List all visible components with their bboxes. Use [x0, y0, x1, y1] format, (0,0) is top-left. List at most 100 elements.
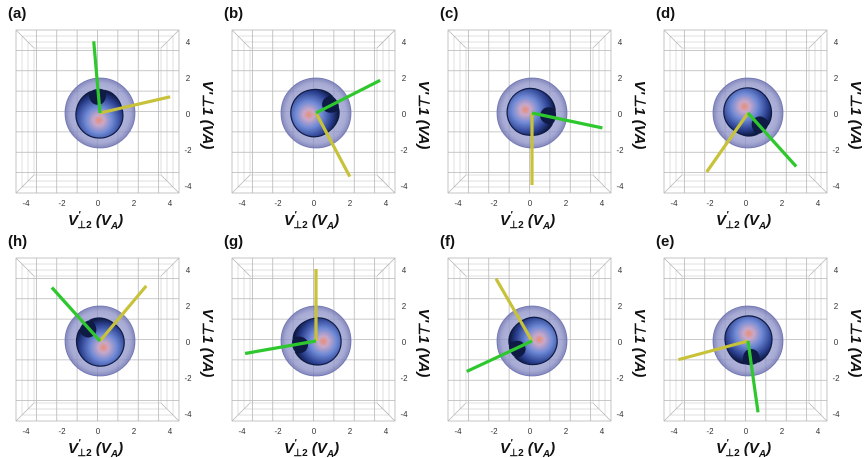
y-tick-label: 4	[186, 266, 191, 275]
panel-label: (d)	[656, 5, 675, 22]
grid-diagonal	[447, 174, 467, 194]
grid-depth-frame	[249, 47, 378, 176]
green-vector	[746, 111, 798, 168]
y-axis-label: V'⊥1 (VA)	[847, 309, 864, 378]
grid-diagonal	[376, 174, 396, 194]
grid-diagonal	[663, 257, 683, 277]
y-tick-label: -4	[616, 182, 624, 191]
y-tick-label: -4	[832, 410, 840, 419]
grid-depth-frame	[237, 35, 390, 188]
grid-diagonal	[376, 402, 396, 422]
green-vector	[50, 286, 102, 343]
panel-label: (f)	[440, 233, 455, 250]
y-tick-label: 4	[834, 266, 839, 275]
y-axis-label: V'⊥1 (VA)	[631, 309, 648, 378]
grid-depth-frame	[453, 35, 606, 188]
panel-label: (b)	[224, 5, 243, 22]
distribution-shape	[506, 87, 557, 136]
x-tick-label: 4	[600, 199, 605, 208]
x-tick-label: -4	[670, 199, 678, 208]
grid-depth-frame	[459, 269, 600, 410]
grid-diagonal	[447, 402, 467, 422]
grid-diagonal	[376, 29, 396, 49]
x-axis-label: V'⊥2 (VA)	[716, 438, 771, 458]
x-tick-label: 2	[132, 427, 137, 436]
x-axis-label: V'⊥2 (VA)	[284, 438, 339, 458]
x-tick-label: 0	[528, 199, 533, 208]
x-tick-label: -2	[274, 427, 282, 436]
x-tick-label: 4	[384, 199, 389, 208]
y-tick-label: 2	[618, 74, 623, 83]
y-tick-label: 2	[834, 74, 839, 83]
grid-diagonal	[160, 29, 180, 49]
grid-depth-frame	[681, 47, 810, 176]
y-axis-label: V'⊥1 (VA)	[415, 309, 432, 378]
grid-diagonal	[231, 402, 251, 422]
x-tick-label: 2	[564, 199, 569, 208]
grid-depth-frame	[675, 41, 816, 182]
green-vector	[315, 78, 381, 115]
y-tick-label: 0	[186, 338, 191, 347]
grid-diagonal	[592, 257, 612, 277]
y-tick-label: 4	[834, 38, 839, 47]
x-tick-label: 4	[816, 427, 821, 436]
grid-diagonal	[447, 29, 467, 49]
y-tick-label: -4	[184, 410, 192, 419]
grid-depth-frame	[465, 47, 594, 176]
y-axis-label: V'⊥1 (VA)	[631, 81, 648, 150]
grid-diagonal	[447, 257, 467, 277]
panel-label: (h)	[8, 233, 27, 250]
x-tick-label: 0	[96, 427, 101, 436]
x-tick-label: 0	[312, 199, 317, 208]
x-tick-label: 2	[780, 427, 785, 436]
distribution-shape	[75, 88, 124, 139]
grid-depth-frame	[21, 263, 174, 416]
x-axis-label: V'⊥2 (VA)	[68, 438, 123, 458]
y-tick-label: -4	[400, 182, 408, 191]
yellow-vector	[314, 112, 352, 178]
y-tick-label: 0	[834, 338, 839, 347]
x-tick-label: -2	[274, 199, 282, 208]
grid-diagonal	[15, 402, 35, 422]
grid-diagonal	[808, 257, 828, 277]
y-tick-label: 2	[402, 302, 407, 311]
grid-depth-frame	[453, 263, 606, 416]
x-tick-label: 2	[132, 199, 137, 208]
y-tick-label: 4	[402, 38, 407, 47]
grid-diagonal	[592, 174, 612, 194]
yellow-vector	[678, 339, 749, 362]
y-tick-label: 4	[618, 266, 623, 275]
grid-depth-frame	[243, 269, 384, 410]
y-tick-label: 0	[186, 110, 191, 119]
panel-label: (g)	[224, 233, 243, 250]
panel-label: (a)	[8, 5, 26, 22]
grid-diagonal	[808, 402, 828, 422]
y-tick-label: 2	[186, 74, 191, 83]
grid-depth-frame	[669, 263, 822, 416]
x-tick-label: 4	[168, 427, 173, 436]
x-axis-label: V'⊥2 (VA)	[500, 438, 555, 458]
x-tick-label: -4	[238, 427, 246, 436]
y-tick-label: 0	[834, 110, 839, 119]
y-tick-label: -2	[184, 146, 192, 155]
y-tick-label: -4	[616, 410, 624, 419]
panel-label: (e)	[656, 233, 674, 250]
grid-depth-frame	[249, 275, 378, 404]
grid-depth-frame	[33, 275, 162, 404]
y-axis-label: V'⊥1 (VA)	[199, 81, 216, 150]
x-tick-label: -4	[238, 199, 246, 208]
y-tick-label: -2	[184, 374, 192, 383]
y-tick-label: 2	[402, 74, 407, 83]
grid-box	[15, 29, 180, 194]
grid-depth-frame	[681, 275, 810, 404]
y-tick-label: -2	[616, 146, 624, 155]
x-tick-label: 0	[744, 427, 749, 436]
x-tick-label: -2	[706, 199, 714, 208]
grid-diagonal	[592, 402, 612, 422]
x-tick-label: -4	[22, 199, 30, 208]
grid-depth-frame	[27, 269, 168, 410]
